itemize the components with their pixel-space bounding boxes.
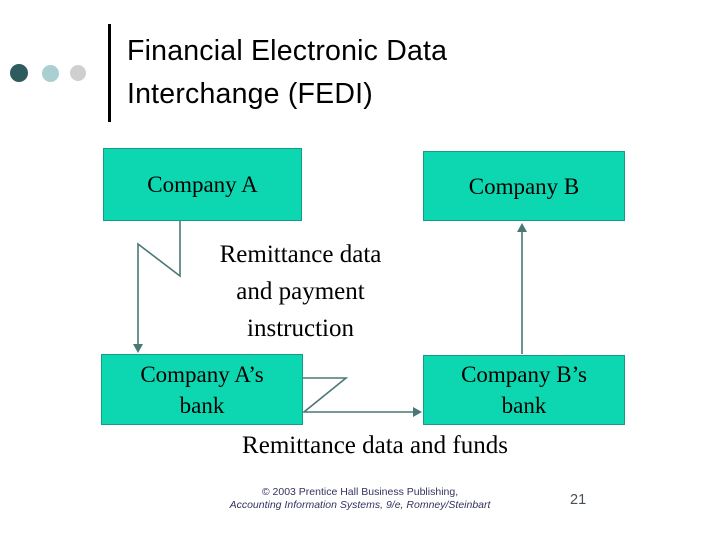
title-divider-bar <box>108 24 111 122</box>
footer-line-1: © 2003 Prentice Hall Business Publishing… <box>261 486 459 498</box>
box-company-a-label: Company A <box>147 172 258 197</box>
box-bank-a: Company A’s bank <box>101 354 303 425</box>
slide-title-line-1: Financial Electronic Data <box>127 35 448 67</box>
label-remittance-payment-line-3: instruction <box>247 315 354 342</box>
box-company-a: Company A <box>103 148 302 221</box>
footer-copyright: © 2003 Prentice Hall Business Publishing… <box>150 486 570 512</box>
box-bank-b-label-line-1: Company B’s <box>461 362 587 387</box>
label-remittance-funds: Remittance data and funds <box>242 432 508 459</box>
label-remittance-payment: Remittance data and payment instruction <box>158 236 443 347</box>
label-remittance-payment-line-2: and payment <box>236 278 365 305</box>
decorative-dot-gray-icon <box>70 65 86 81</box>
footer-line-2: Accounting Information Systems, 9/e, Rom… <box>229 499 491 511</box>
page-number: 21 <box>570 492 587 508</box>
connector-bank-a-to-bank-b-arrow <box>301 377 422 417</box>
label-remittance-payment-line-1: Remittance data <box>219 241 382 268</box>
box-bank-a-label-line-1: Company A’s <box>140 361 264 387</box>
connector-bank-b-to-company-b-arrow <box>517 223 527 354</box>
slide-title: Financial Electronic Data Interchange (F… <box>127 30 702 116</box>
decorative-dot-teal-icon <box>42 65 59 82</box>
box-bank-b: Company B’s bank <box>423 355 625 425</box>
decorative-dot-dark-icon <box>10 64 28 82</box>
slide-title-line-2: Interchange (FEDI) <box>127 78 373 110</box>
box-bank-b-label-line-2: bank <box>501 393 547 418</box>
box-company-b-label: Company B <box>468 173 580 199</box>
box-bank-a-label-line-2: bank <box>179 392 225 418</box>
box-company-b: Company B <box>423 151 625 221</box>
